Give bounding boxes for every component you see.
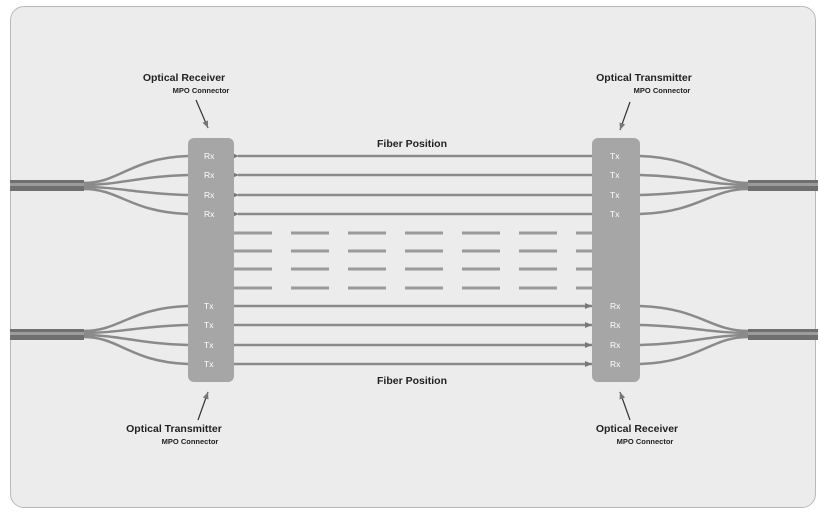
fiber-position-bottom-label: Fiber Position (377, 375, 447, 387)
pointer-top-left (195, 99, 209, 129)
left-mpo-connector: Rx Rx Rx Rx Tx Tx Tx Tx (188, 138, 234, 382)
left-pin-11: Tx (204, 340, 214, 350)
right-pin-11: Rx (610, 340, 621, 350)
diagram-panel (10, 6, 816, 508)
left-pin-3: Rx (204, 190, 215, 200)
left-pin-9: Tx (204, 301, 214, 311)
right-pin-4: Tx (610, 209, 620, 219)
right-bottom-fanout (639, 304, 749, 366)
pointer-top-right (619, 101, 631, 131)
left-top-fanout (83, 154, 189, 216)
right-pin-10: Rx (610, 320, 621, 330)
left-pin-1: Rx (204, 151, 215, 161)
top-right-title: Optical Transmitter (596, 72, 692, 84)
left-bottom-fanout (83, 304, 189, 366)
bottom-left-title: Optical Transmitter (126, 423, 222, 435)
label-top-right: Optical Transmitter MPO Connector (596, 72, 692, 131)
label-bottom-right: Optical Receiver MPO Connector (596, 391, 678, 446)
right-top-fanout (639, 154, 749, 216)
label-top-left: Optical Receiver MPO Connector (143, 72, 230, 129)
left-pin-4: Rx (204, 209, 215, 219)
left-pin-2: Rx (204, 170, 215, 180)
pointer-bottom-right (619, 391, 631, 421)
top-left-subtitle: MPO Connector (173, 86, 230, 95)
left-pin-12: Tx (204, 359, 214, 369)
fibers-bottom (234, 303, 592, 367)
top-right-subtitle: MPO Connector (634, 86, 691, 95)
right-pin-3: Tx (610, 190, 620, 200)
right-pin-12: Rx (610, 359, 621, 369)
left-pin-10: Tx (204, 320, 214, 330)
fiber-position-top-label: Fiber Position (377, 138, 447, 150)
top-left-title: Optical Receiver (143, 72, 225, 84)
fibers-unused (234, 231, 592, 290)
bottom-right-title: Optical Receiver (596, 423, 678, 435)
right-mpo-connector: Tx Tx Tx Tx Rx Rx Rx Rx (592, 138, 640, 382)
right-pin-1: Tx (610, 151, 620, 161)
fibers-top (232, 153, 592, 217)
right-pin-2: Tx (610, 170, 620, 180)
pointer-bottom-left (197, 391, 209, 421)
right-pin-9: Rx (610, 301, 621, 311)
bottom-right-subtitle: MPO Connector (617, 437, 674, 446)
bottom-left-subtitle: MPO Connector (162, 437, 219, 446)
right-cables (748, 180, 818, 340)
left-cables (10, 180, 84, 340)
label-bottom-left: Optical Transmitter MPO Connector (126, 391, 222, 446)
